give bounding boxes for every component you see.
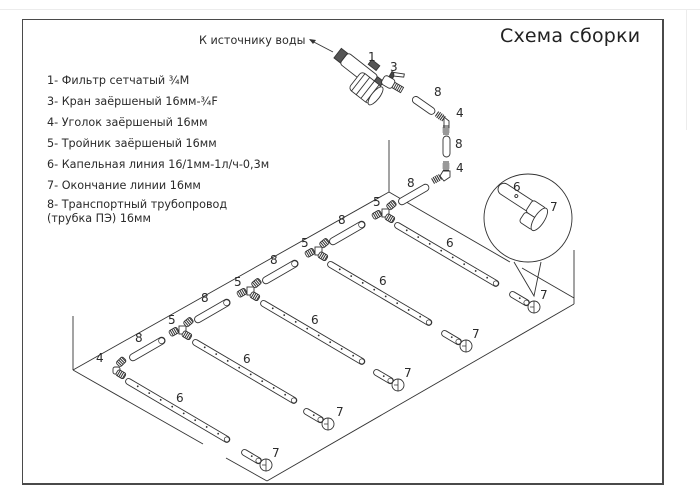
pipe-segment: [329, 220, 366, 246]
elbow-icon: [434, 110, 450, 135]
pipe-segment: [194, 298, 231, 324]
legend-item-end-cap: 7- Окончание линии 16мм: [47, 179, 201, 192]
end-cap-icon: [303, 408, 335, 431]
elbow-fitting-icon: [112, 356, 127, 380]
tee-fitting-icon: [236, 278, 262, 302]
callout-end-cap: 7: [404, 366, 412, 380]
header-line: [112, 200, 397, 380]
callout-drip-line: 6: [311, 313, 319, 327]
tee-fitting-icon: [304, 238, 330, 262]
pipe-segment: [262, 259, 299, 285]
callout-end-cap: 7: [336, 405, 344, 419]
callout-drip-line: 6: [379, 274, 387, 288]
box-outline: [72, 140, 575, 482]
legend-item-pipe-line2: (трубка ПЭ) 16мм: [47, 212, 151, 225]
drip-line: [260, 300, 366, 365]
callout-pipe-2: 8: [455, 137, 463, 151]
callout-inset-end-cap: 7: [550, 200, 558, 214]
pipe-icon: [411, 96, 436, 115]
drip-line: [192, 339, 298, 404]
callout-tee: 5: [301, 236, 309, 250]
callout-end-cap: 7: [540, 288, 548, 302]
arrow-head-icon: [309, 39, 316, 44]
legend-item-pipe-line1: 8- Транспортный трубопровод: [47, 198, 228, 211]
tee-fitting-icon: [371, 200, 397, 224]
drip-line: [125, 378, 231, 443]
callout-pipe: 8: [338, 213, 346, 227]
callout-drip-line: 6: [446, 236, 454, 250]
end-cap-icon: [441, 330, 473, 353]
end-cap-icon: [241, 449, 273, 472]
callout-inset-drip-line: 6: [513, 180, 521, 194]
legend-item-valve: 3- Кран заёршеный 16мм-¾F: [47, 95, 218, 108]
valve-icon: [381, 70, 405, 94]
diagram-title: Схема сборки: [500, 25, 641, 47]
callout-pipe-3: 8: [407, 176, 415, 190]
callout-filter: 1: [368, 50, 376, 64]
drip-lines: [125, 222, 541, 472]
end-cap-icon: [373, 369, 405, 392]
callout-end-cap: 7: [272, 446, 280, 460]
callout-elbow: 4: [96, 351, 104, 365]
water-source-label: К источнику воды: [199, 34, 306, 47]
legend-item-pipe: 8- Транспортный трубопровод (трубка ПЭ) …: [47, 198, 269, 226]
callout-pipe-1: 8: [434, 85, 442, 99]
callout-labels: 5 5 5 5 4 8 8 8 8 6 6 6 6 6 7 7 7 7 7: [96, 195, 548, 460]
filter-icon: [333, 47, 385, 106]
diagram-frame: [22, 19, 664, 485]
detail-magnifier: [483, 173, 573, 298]
legend-item-filter: 1- Фильтр сетчатый ¾M: [47, 74, 190, 87]
tee-fitting-icon: [168, 317, 194, 341]
callout-tee: 5: [373, 195, 381, 209]
box-right-floor-edge: [388, 191, 511, 263]
page-right-divider: [686, 10, 687, 130]
callout-pipe: 8: [201, 291, 209, 305]
drip-line: [327, 261, 433, 326]
elbow-icon: [430, 161, 451, 185]
box-front-right-edge: [266, 303, 575, 482]
callout-end-cap: 7: [472, 327, 480, 341]
legend-item-drip-line: 6- Капельная линия 16/1мм-1л/ч-0,3м: [47, 158, 270, 171]
callout-elbow-2: 4: [456, 161, 464, 175]
box-right-floor-edge-2: [521, 267, 575, 299]
callout-valve: 3: [390, 60, 398, 74]
pipe-segment: [129, 336, 166, 362]
legend-item-tee: 5- Тройник заёршеный 16мм: [47, 137, 217, 150]
end-cap-icon: [509, 291, 541, 314]
box-left-floor-edge: [72, 191, 390, 371]
callout-tee: 5: [234, 275, 242, 289]
water-source-arrow: [309, 39, 334, 53]
drip-line: [394, 222, 500, 287]
pipe-icon: [442, 135, 451, 158]
pipe-icon: [398, 183, 430, 206]
box-front-left-edge-2: [225, 457, 268, 482]
callout-drip-line: 6: [176, 391, 184, 405]
callout-pipe: 8: [270, 253, 278, 267]
parts-legend: 1- Фильтр сетчатый ¾M 3- Кран заёршеный …: [47, 70, 269, 226]
callout-tee: 5: [168, 313, 176, 327]
callout-elbow-1: 4: [456, 106, 464, 120]
callout-pipe: 8: [135, 331, 143, 345]
box-front-left-edge: [72, 369, 204, 445]
callout-drip-line: 6: [243, 352, 251, 366]
page-top-divider: [0, 9, 700, 10]
legend-item-elbow: 4- Уголок заёршеный 16мм: [47, 116, 208, 129]
